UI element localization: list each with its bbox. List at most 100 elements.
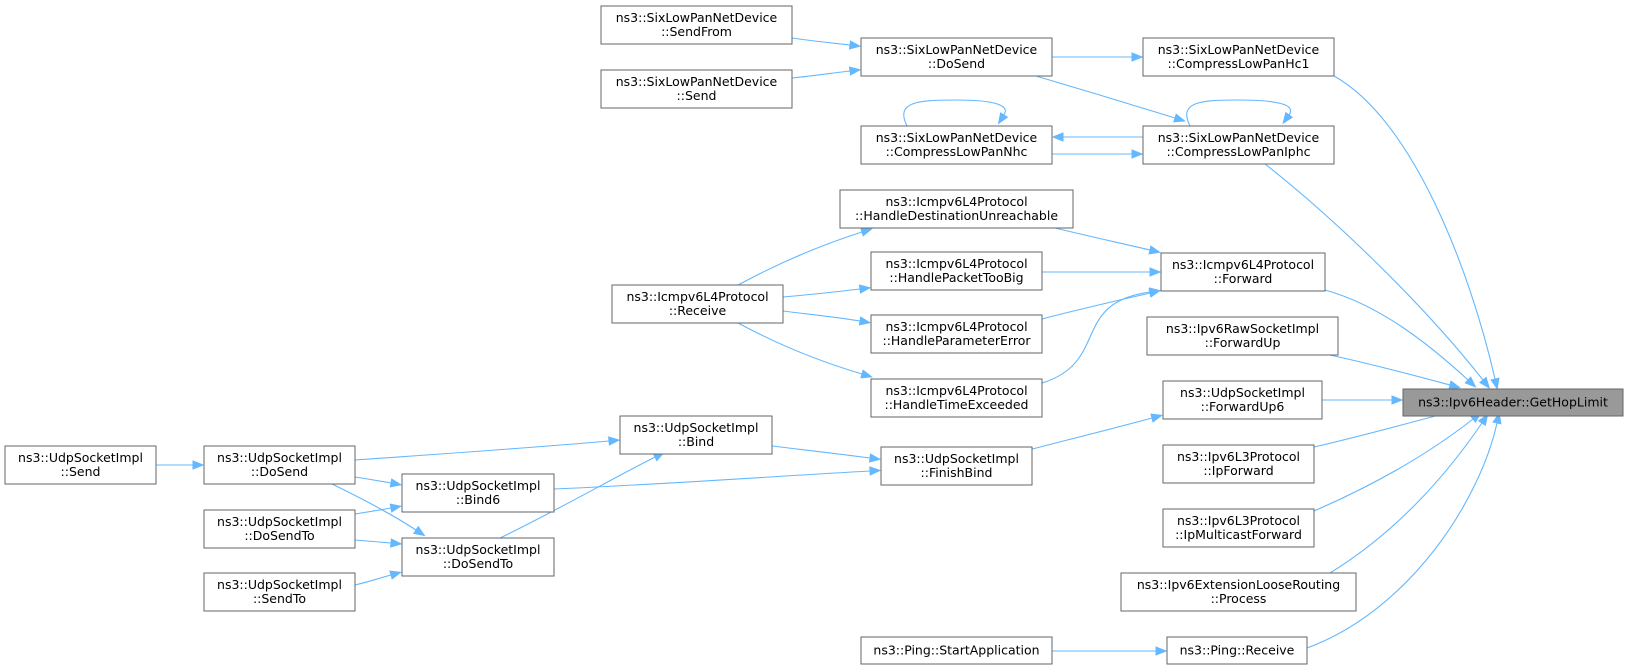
edge-arrowhead [848, 66, 862, 76]
node-udp-dosendto-mid[interactable]: ns3::UdpSocketImpl::DoSendTo [401, 537, 555, 577]
node-ext-looserouting[interactable]: ns3::Ipv6ExtensionLooseRouting::Process [1120, 572, 1357, 612]
edge-line [553, 470, 871, 490]
edge-sixlowpan-iphc-to-sixlowpan-nhc [1051, 132, 1144, 142]
node-box[interactable] [203, 572, 356, 612]
node-label-line: ns3::SixLowPanNetDevice [616, 74, 778, 89]
edge-udp-send-to-udp-dosend [156, 460, 205, 470]
node-udp-bind[interactable]: ns3::UdpSocketImpl::Bind [619, 415, 773, 455]
node-box[interactable] [1162, 380, 1323, 420]
edge-arrowhead [389, 478, 403, 488]
node-icmp-receive[interactable]: ns3::Icmpv6L4Protocol::Receive [611, 284, 784, 324]
node-sixlowpan-send[interactable]: ns3::SixLowPanNetDevice::Send [600, 69, 793, 109]
node-box[interactable] [600, 5, 793, 45]
node-udp-forwardup6[interactable]: ns3::UdpSocketImpl::ForwardUp6 [1162, 380, 1323, 420]
edge-sixlowpan-iphc-to-sixlowpan-iphc [1186, 99, 1294, 127]
node-label-line: ::ForwardUp6 [1201, 399, 1285, 414]
node-icmp-forward[interactable]: ns3::Icmpv6L4Protocol::Forward [1160, 252, 1326, 292]
edge-arrowhead [1149, 267, 1162, 277]
node-box[interactable] [401, 473, 555, 513]
node-box[interactable] [619, 415, 773, 455]
node-ipv6l3-ipforward[interactable]: ns3::Ipv6L3Protocol::IpForward [1162, 444, 1315, 484]
node-udp-finishbind[interactable]: ns3::UdpSocketImpl::FinishBind [880, 446, 1033, 486]
node-ping-receive[interactable]: ns3::Ping::Receive [1166, 636, 1308, 665]
node-icmp-hte[interactable]: ns3::Icmpv6L4Protocol::HandleTimeExceede… [870, 378, 1043, 418]
node-raw-forwardup[interactable]: ns3::Ipv6RawSocketImpl::ForwardUp [1146, 316, 1339, 356]
node-box[interactable] [1146, 316, 1339, 356]
node-box[interactable] [860, 125, 1053, 165]
node-box[interactable] [401, 537, 555, 577]
node-box[interactable] [870, 314, 1043, 354]
node-box[interactable] [1162, 444, 1315, 484]
edge-icmp-receive-to-icmp-hptb [782, 284, 872, 298]
edge-arrowhead [1479, 376, 1491, 389]
edge-line [1041, 291, 1151, 384]
node-udp-dosend[interactable]: ns3::UdpSocketImpl::DoSend [203, 445, 356, 485]
node-label-line: ns3::Icmpv6L4Protocol [885, 383, 1027, 398]
node-sixlowpan-hc1[interactable]: ns3::SixLowPanNetDevice::CompressLowPanH… [1142, 37, 1335, 77]
node-box[interactable] [1160, 252, 1326, 292]
node-ping-startapp[interactable]: ns3::Ping::StartApplication [860, 636, 1053, 665]
edge-udp-dosend-to-udp-bind [354, 436, 621, 461]
node-label-line: ns3::UdpSocketImpl [217, 514, 342, 529]
node-label-line: ns3::UdpSocketImpl [1180, 385, 1305, 400]
edge-sixlowpan-nhc-to-sixlowpan-nhc [903, 99, 1009, 127]
node-box[interactable] [880, 446, 1033, 486]
node-box[interactable] [1120, 572, 1357, 612]
node-udp-sendto[interactable]: ns3::UdpSocketImpl::SendTo [203, 572, 356, 612]
node-box[interactable] [860, 37, 1053, 77]
node-label-line: ns3::UdpSocketImpl [18, 450, 143, 465]
edge-ext-looserouting-to-target [1329, 413, 1489, 574]
edge-sixlowpan-send-to-sixlowpan-dosend [791, 66, 862, 79]
node-udp-dosendto-left[interactable]: ns3::UdpSocketImpl::DoSendTo [203, 509, 356, 549]
node-box[interactable] [870, 378, 1043, 418]
edge-line [737, 231, 863, 286]
node-box[interactable] [611, 284, 784, 324]
edge-arrowhead [848, 40, 862, 50]
node-label-line: ns3::SixLowPanNetDevice [1158, 130, 1320, 145]
node-udp-bind6[interactable]: ns3::UdpSocketImpl::Bind6 [401, 473, 555, 513]
node-box[interactable] [203, 509, 356, 549]
node-box[interactable] [4, 445, 157, 485]
node-box[interactable] [860, 636, 1053, 665]
node-target[interactable]: ns3::Ipv6Header::GetHopLimit [1402, 388, 1624, 417]
edge-sixlowpan-nhc-to-sixlowpan-iphc [1051, 149, 1144, 159]
node-label-line: ::Bind6 [456, 492, 500, 507]
edge-line [1041, 292, 1151, 320]
node-label-line: ::HandleDestinationUnreachable [855, 208, 1058, 223]
edge-line [499, 456, 656, 539]
node-box[interactable] [870, 251, 1043, 291]
node-icmp-hptb[interactable]: ns3::Icmpv6L4Protocol::HandlePacketTooBi… [870, 251, 1043, 291]
edge-udp-forwardup6-to-target [1322, 395, 1404, 405]
node-box[interactable] [1162, 508, 1315, 548]
node-label-line: ns3::SixLowPanNetDevice [1158, 42, 1320, 57]
edge-line [782, 310, 861, 322]
edge-arrowhead [389, 503, 403, 513]
node-label-line: ::CompressLowPanIphc [1166, 144, 1310, 159]
node-ipv6l3-ipmcast[interactable]: ns3::Ipv6L3Protocol::IpMulticastForward [1162, 508, 1315, 548]
edge-arrowhead [1477, 413, 1489, 427]
node-box[interactable] [203, 445, 356, 485]
node-label-line: ns3::UdpSocketImpl [634, 420, 759, 435]
node-sixlowpan-nhc[interactable]: ns3::SixLowPanNetDevice::CompressLowPanN… [860, 125, 1053, 165]
node-box[interactable] [1142, 37, 1335, 77]
node-sixlowpan-sendfrom[interactable]: ns3::SixLowPanNetDevice::SendFrom [600, 5, 793, 45]
node-box[interactable] [600, 69, 793, 109]
edge-line [1329, 354, 1451, 386]
node-udp-send[interactable]: ns3::UdpSocketImpl::Send [4, 445, 157, 485]
node-sixlowpan-dosend[interactable]: ns3::SixLowPanNetDevice::DoSend [860, 37, 1053, 77]
edge-arrowhead [860, 369, 873, 379]
target-node-box[interactable] [1402, 388, 1624, 417]
node-icmp-hpe[interactable]: ns3::Icmpv6L4Protocol::HandleParameterEr… [870, 314, 1043, 354]
edge-line [354, 539, 392, 544]
edge-arrowhead [608, 436, 621, 446]
node-sixlowpan-iphc[interactable]: ns3::SixLowPanNetDevice::CompressLowPanI… [1142, 125, 1335, 165]
node-box[interactable] [839, 189, 1074, 229]
node-icmp-hdu[interactable]: ns3::Icmpv6L4Protocol::HandleDestination… [839, 189, 1074, 229]
edge-udp-dosend-to-udp-bind6 [354, 476, 403, 488]
node-box[interactable] [1142, 125, 1335, 165]
edge-line [1054, 227, 1151, 251]
edge-arrowhead [412, 525, 426, 537]
node-box[interactable] [1166, 636, 1308, 665]
edge-line [791, 70, 851, 79]
node-label-line: ::Receive [669, 303, 727, 318]
